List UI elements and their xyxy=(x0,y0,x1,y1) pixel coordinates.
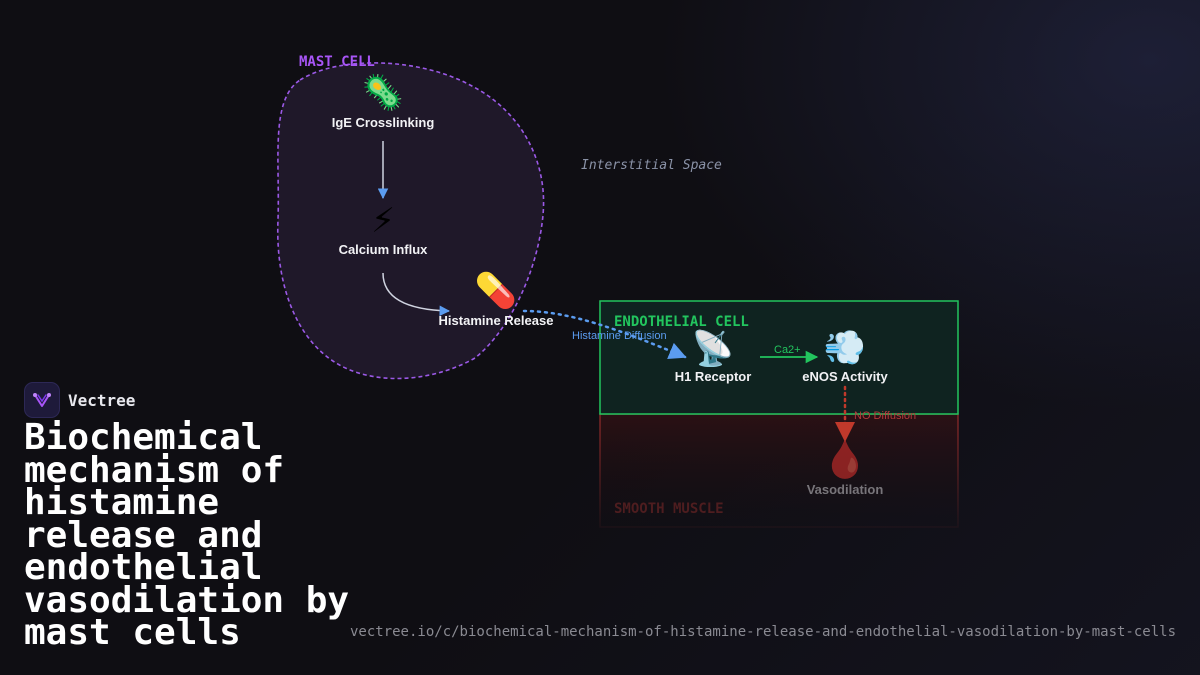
smooth-muscle-region xyxy=(599,413,959,528)
node-label: IgE Crosslinking xyxy=(332,115,435,130)
mast-cell-title: MAST CELL xyxy=(299,54,375,70)
node-h1-receptor: 📡 H1 Receptor xyxy=(675,327,752,384)
brand-name: Vectree xyxy=(68,390,136,410)
edge-histamine-to-h1 xyxy=(522,309,687,360)
interstitial-space-label: Interstitial Space xyxy=(581,158,722,173)
page-title: Biochemical mechanism of histamine relea… xyxy=(24,417,350,653)
bacteria-icon: 🦠 xyxy=(362,73,404,112)
dash-cloud-icon: 💨 xyxy=(824,329,866,367)
brand: Vectree xyxy=(24,382,135,418)
edge-label-no-diffusion: NO Diffusion xyxy=(854,410,916,422)
node-label: H1 Receptor xyxy=(675,369,752,384)
node-vasodilation: 🩸 Vasodilation xyxy=(807,439,884,497)
edge-label-ca2: Ca2+ xyxy=(774,344,801,356)
mast-cell-region xyxy=(276,62,545,380)
node-label: Histamine Release xyxy=(439,313,554,328)
node-calcium-influx: ⚡ Calcium Influx xyxy=(339,202,429,257)
smooth-muscle-title: SMOOTH MUSCLE xyxy=(614,501,724,517)
node-histamine-release: 💊 Histamine Release xyxy=(439,270,554,328)
vectree-logo-icon xyxy=(24,382,60,418)
edge-calcium-to-histamine xyxy=(382,272,451,317)
endothelial-cell-title: ENDOTHELIAL CELL xyxy=(614,314,749,330)
lightning-icon: ⚡ xyxy=(371,202,395,240)
satellite-dish-icon: 📡 xyxy=(692,327,734,368)
edge-label-histamine-diffusion: Histamine Diffusion xyxy=(572,330,667,342)
node-label: Vasodilation xyxy=(807,482,884,497)
pill-icon: 💊 xyxy=(475,270,517,311)
node-enos-activity: 💨 eNOS Activity xyxy=(802,329,888,384)
node-label: Calcium Influx xyxy=(339,242,429,257)
blood-drop-icon: 🩸 xyxy=(823,439,868,480)
page-url: vectree.io/c/biochemical-mechanism-of-hi… xyxy=(349,624,1176,640)
node-ige-crosslinking: 🦠 IgE Crosslinking xyxy=(332,73,435,130)
node-label: eNOS Activity xyxy=(802,369,888,384)
